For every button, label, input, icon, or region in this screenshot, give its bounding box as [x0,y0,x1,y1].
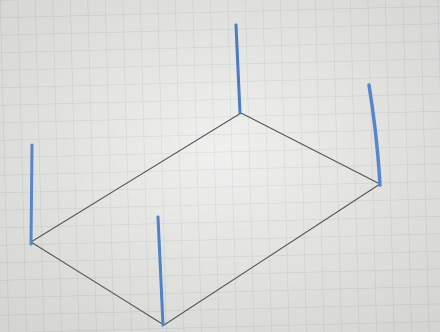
post-bottom [156,215,165,327]
post-top [234,23,242,115]
post-right [367,83,382,187]
post-left [29,143,34,246]
